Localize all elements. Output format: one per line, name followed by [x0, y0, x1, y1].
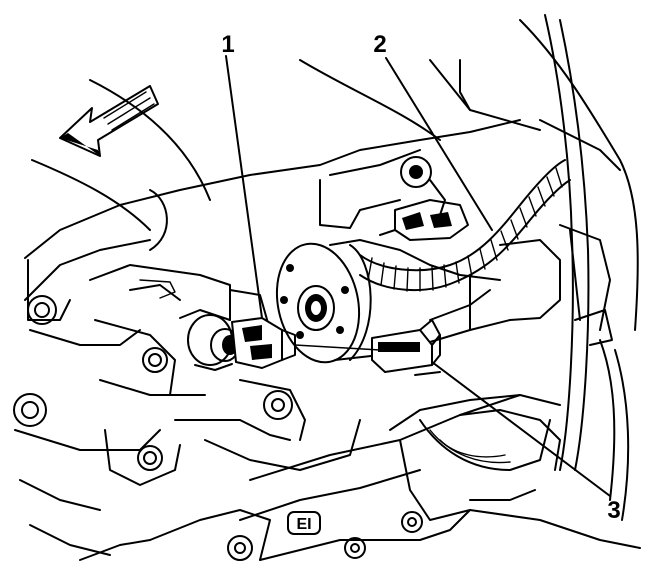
harness-connector: [371, 289, 491, 376]
callout-3: 3: [607, 497, 620, 524]
wiring-harness: [359, 159, 613, 346]
callout-1: 1: [221, 31, 234, 58]
id-plate: [287, 511, 321, 535]
lower-cover: EI: [79, 394, 641, 561]
direction-arrow-icon: [59, 85, 159, 157]
id-plate-text: EI: [296, 516, 311, 533]
callout-2: 2: [373, 31, 386, 58]
leader-line-2: [385, 57, 493, 231]
leader-line-3: [431, 361, 611, 497]
actuator-motor: [275, 149, 561, 364]
leader-line-1: [225, 55, 263, 319]
leader-lines: [225, 55, 611, 497]
